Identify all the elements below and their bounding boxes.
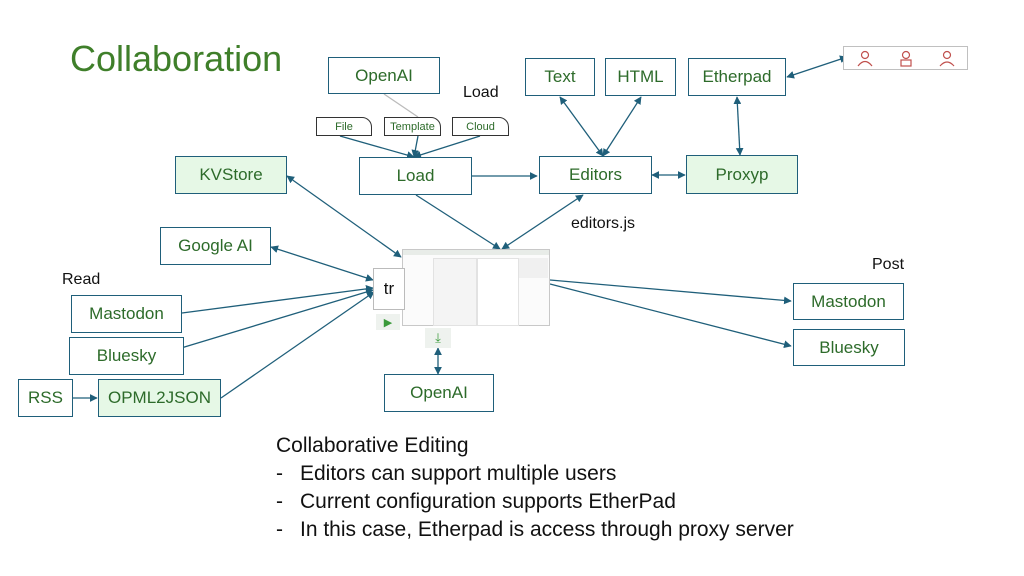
note-item: -Editors can support multiple users [276, 460, 794, 488]
user-icon [939, 50, 954, 67]
editors-js-label: editors.js [571, 215, 636, 232]
user-icon [857, 50, 872, 67]
connector-editors-app [501, 194, 584, 250]
note-item-text: In this case, Etherpad is access through… [300, 518, 794, 541]
bluesky-post-box: Bluesky [793, 329, 905, 366]
connector-app-bluesky [549, 283, 792, 349]
connector-proxyp-etherpad [733, 96, 744, 156]
post-label: Post [872, 256, 905, 273]
kvstore-box: KVStore [175, 156, 287, 194]
mastodon-post-box: Mastodon [793, 283, 904, 320]
connector-file-load [339, 135, 415, 159]
note-item: -In this case, Etherpad is access throug… [276, 516, 794, 544]
openai-bottom-box: OpenAI [384, 374, 494, 412]
file-tab: File [316, 117, 372, 136]
mastodon-read-box: Mastodon [71, 295, 182, 333]
notes-heading: Collaborative Editing [276, 434, 469, 457]
play-icon: ▶ [376, 314, 400, 330]
connector-text-editors [559, 96, 604, 157]
load-heading-label: Load [463, 84, 499, 101]
connector-template-load [411, 135, 420, 158]
tr-button: tr [373, 268, 405, 310]
read-label: Read [62, 271, 101, 288]
connector-opml-tr [220, 291, 375, 399]
editors-box: Editors [539, 156, 652, 194]
connector-html-editors [602, 96, 642, 157]
note-item-text: Current configuration supports EtherPad [300, 490, 676, 513]
note-item-text: Editors can support multiple users [300, 462, 617, 485]
connector-load-app [415, 194, 501, 250]
connector-bluesky-tr [157, 288, 374, 356]
cloud-tab: Cloud [452, 117, 509, 136]
connector-app-mastodon [549, 279, 792, 305]
etherpad-box: Etherpad [688, 58, 786, 96]
user-icon [899, 50, 912, 67]
connector-openai-template [383, 93, 419, 118]
connector-mastodon-tr [181, 285, 374, 314]
connector-kvstore-app [286, 175, 402, 258]
openai-top-box: OpenAI [328, 57, 440, 94]
notes: Collaborative Editing -Editors can suppo… [276, 432, 794, 544]
download-icon: ⤓ [425, 328, 451, 348]
note-item: -Current configuration supports EtherPad [276, 488, 794, 516]
text-box: Text [525, 58, 595, 96]
slide-title: Collaboration [70, 38, 283, 79]
opml2json-box: OPML2JSON [98, 379, 221, 417]
bluesky-read-box: Bluesky [69, 337, 184, 375]
html-box: HTML [605, 58, 676, 96]
connector-googleai-tr [270, 245, 374, 282]
proxyp-box: Proxyp [686, 155, 798, 194]
app-screenshot-thumbnail [402, 249, 550, 326]
google-ai-box: Google AI [160, 227, 271, 265]
connector-etherpad-users [786, 55, 848, 79]
load-box: Load [359, 157, 472, 195]
template-tab: Template [384, 117, 441, 136]
users-panel [843, 46, 968, 70]
rss-box: RSS [18, 379, 73, 417]
connector-cloud-load [413, 135, 481, 159]
